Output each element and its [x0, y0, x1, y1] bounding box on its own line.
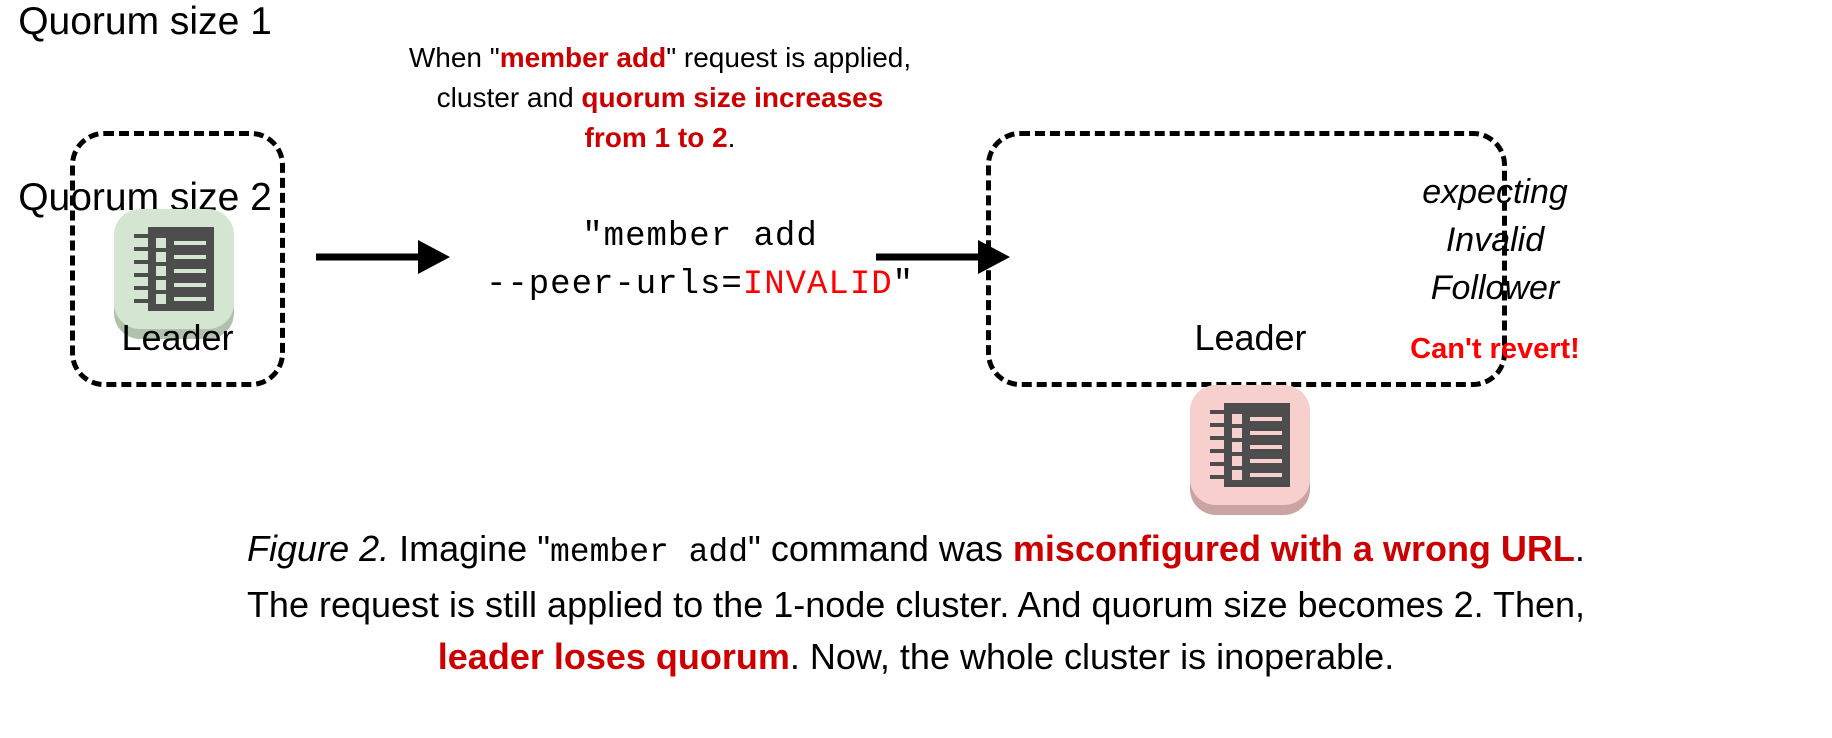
arrow-shaft — [316, 253, 426, 261]
command-line-1: "member add — [582, 218, 818, 256]
icon-row-line — [174, 297, 206, 301]
annotation-l2-highlight: quorum size increases — [581, 82, 884, 113]
command-flag: --peer-urls= — [485, 266, 743, 304]
annotation-l3-period: . — [727, 122, 736, 153]
icon-tick — [134, 273, 150, 277]
status-line-1: expecting — [1422, 173, 1568, 211]
annotation-line-2: cluster and quorum size increases — [370, 78, 950, 118]
icon-tick — [134, 247, 150, 251]
caption-line-3: leader loses quorum. Now, the whole clus… — [0, 631, 1832, 683]
right-cluster-box — [986, 131, 1507, 387]
right-cluster-status: expecting Invalid Follower — [1350, 168, 1640, 312]
annotation-line-1: When "member add" request is applied, — [370, 38, 950, 78]
cant-revert-alert: Can't revert! — [1410, 333, 1580, 365]
caption-l1-command: member add — [549, 534, 749, 571]
icon-row-line — [174, 269, 206, 273]
icon-row-line — [1250, 459, 1282, 463]
arrow-command-to-right — [876, 240, 1010, 274]
icon-row-square — [156, 294, 166, 304]
arrow-head — [418, 240, 450, 274]
annotation-l3-highlight: from 1 to 2 — [584, 122, 728, 153]
icon-tick — [134, 299, 150, 303]
figure-caption: Figure 2. Imagine "member add" command w… — [0, 523, 1832, 683]
caption-line-1: Figure 2. Imagine "member add" command w… — [0, 523, 1832, 579]
icon-row-square — [1232, 414, 1242, 424]
left-leader-server-icon — [112, 207, 236, 339]
icon-row-line — [174, 255, 206, 259]
icon-tick — [134, 286, 150, 290]
caption-l3-b: . Now, the whole cluster is inoperable. — [789, 636, 1395, 677]
status-line-3: Follower — [1430, 269, 1560, 307]
icon-tick — [134, 260, 150, 264]
left-cluster-title: Quorum size 1 — [18, 0, 272, 43]
caption-l1-b: Imagine " — [389, 528, 550, 569]
icon-tick — [1210, 449, 1226, 453]
annotation-l2-a: cluster and — [436, 82, 582, 113]
icon-row-line — [1250, 473, 1282, 477]
status-line-2: Invalid — [1445, 221, 1545, 259]
icon-row-square — [156, 238, 166, 248]
caption-l1-d: " command was — [748, 528, 1013, 569]
caption-figure-number: Figure 2. — [247, 528, 390, 569]
command-line-2: --peer-urls=INVALID" — [460, 261, 940, 309]
icon-row-square — [156, 266, 166, 276]
icon-tick — [1210, 436, 1226, 440]
caption-l1-highlight: misconfigured with a wrong URL — [1012, 528, 1575, 569]
annotation-line-3: from 1 to 2. — [370, 118, 950, 158]
caption-l3-highlight: leader loses quorum — [437, 636, 790, 677]
icon-row-square — [1232, 456, 1242, 466]
icon-row-square — [1232, 428, 1242, 438]
caption-line-2: The request is still applied to the 1-no… — [246, 584, 1586, 625]
arrow-shaft — [876, 253, 986, 261]
icon-row-line — [174, 283, 206, 287]
arrow-left-to-command — [316, 240, 450, 274]
icon-row-line — [174, 241, 206, 245]
icon-row-line — [1250, 417, 1282, 421]
icon-row-square — [156, 280, 166, 290]
icon-tick — [1210, 475, 1226, 479]
icon-tick — [1210, 462, 1226, 466]
annotation-l1-a: When " — [408, 42, 500, 73]
icon-tick — [1210, 423, 1226, 427]
caption-l1-period: . — [1574, 528, 1585, 569]
annotation-text: When "member add" request is applied, cl… — [370, 38, 950, 158]
icon-row-line — [1250, 445, 1282, 449]
right-leader-server-icon — [1188, 383, 1312, 515]
icon-row-square — [1232, 470, 1242, 480]
command-invalid-value: INVALID — [742, 266, 893, 304]
command-closing-quote: " — [892, 266, 915, 304]
right-node-label: Leader — [1194, 317, 1307, 358]
icon-row-square — [1232, 442, 1242, 452]
arrow-head — [978, 240, 1010, 274]
command-text: "member add --peer-urls=INVALID" — [460, 213, 940, 309]
icon-tick — [134, 234, 150, 238]
annotation-l1-command: member add — [499, 42, 667, 73]
annotation-l1-c: " request is applied, — [666, 42, 912, 73]
icon-row-square — [156, 252, 166, 262]
icon-row-line — [1250, 431, 1282, 435]
left-node-label: Leader — [121, 317, 234, 358]
icon-tick — [1210, 410, 1226, 414]
left-cluster-box — [70, 131, 285, 387]
